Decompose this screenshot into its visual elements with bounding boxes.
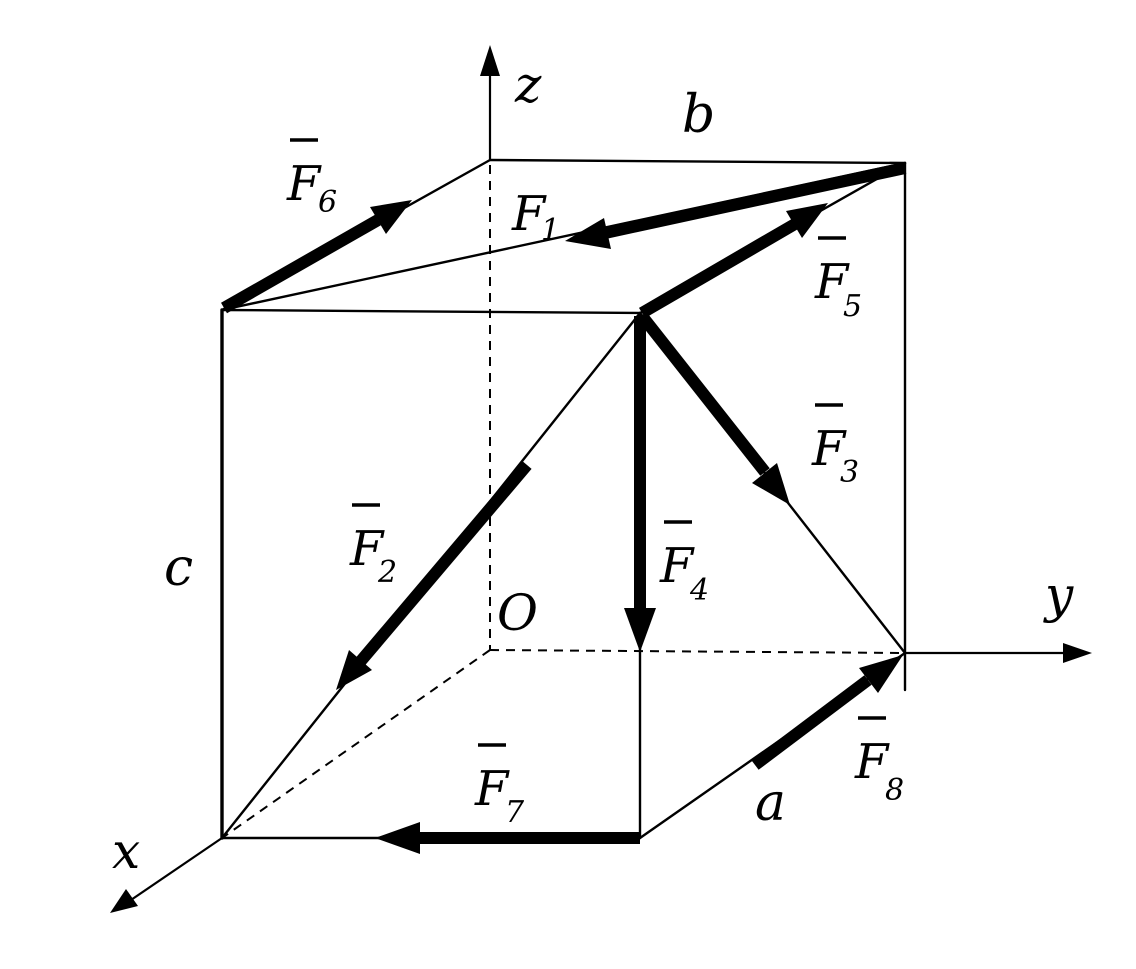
force-f2-index: 2: [377, 555, 397, 590]
force-f5-index: 5: [843, 289, 862, 324]
force-f3-index: 3: [840, 455, 859, 490]
force-f5-letter: F: [814, 254, 850, 310]
z-axis-arrowhead: [480, 45, 500, 76]
x-axis-arrowhead: [110, 889, 138, 913]
force-f3-shaft: [637, 312, 770, 476]
force-label-f5: F 5: [814, 236, 862, 324]
force-f6-index: 6: [318, 185, 337, 220]
dimension-labels: b c a: [164, 85, 786, 833]
force-f8-letter: F: [854, 734, 890, 790]
force-label-f3: F 3: [811, 403, 859, 490]
force-f2-letter: F: [349, 521, 385, 577]
origin-label: O: [497, 584, 538, 642]
top-front-edge: [220, 308, 642, 315]
force-label-f8: F 8: [854, 716, 904, 808]
force-f7-index: 7: [505, 795, 525, 830]
force-f1-arrowhead: [565, 218, 611, 249]
force-f7-letter: F: [474, 761, 510, 817]
force-f6-arrowhead: [370, 200, 412, 234]
force-f7-arrowhead: [375, 822, 420, 854]
force-f3-arrowhead: [752, 463, 790, 505]
dimension-b-label: b: [682, 85, 715, 145]
force-f4-letter: F: [659, 538, 695, 594]
hidden-edges: [221, 165, 906, 839]
force-f8-index: 8: [885, 773, 904, 808]
top-back-edge: [488, 158, 907, 165]
force-f6-letter: F: [286, 156, 322, 212]
x-axis-label: x: [112, 822, 140, 880]
force-labels: F 1 F 2 F 3 F 4 F 5 F 6 F: [286, 138, 904, 830]
force-f4-arrowhead: [624, 608, 656, 652]
y-axis-label: y: [1043, 566, 1074, 624]
force-vectors: [221, 162, 907, 854]
hidden-edge-x: [221, 649, 491, 839]
force-f5-arrowhead: [786, 203, 828, 238]
force-f6-shaft: [221, 214, 381, 314]
axis-labels: z y x O: [112, 56, 1074, 880]
force-f2-shaft: [355, 461, 532, 666]
force-f3-letter: F: [811, 421, 847, 477]
coordinate-axes: [110, 45, 1092, 913]
z-axis-label: z: [514, 56, 542, 114]
force-label-f4: F 4: [659, 520, 709, 608]
force-label-f1: F 1: [511, 186, 560, 248]
force-label-f6: F 6: [286, 138, 337, 220]
force-f1-letter: F: [511, 186, 547, 242]
force-f1-shaft: [603, 162, 907, 239]
dimension-a-label: a: [755, 773, 786, 833]
y-axis-arrowhead: [1063, 643, 1092, 663]
force-label-f7: F 7: [474, 743, 525, 830]
force-f5-shaft: [638, 218, 799, 319]
force-label-f2: F 2: [349, 503, 397, 590]
force-f8-shaft: [751, 675, 872, 770]
force-f1-index: 1: [541, 213, 560, 248]
dimension-c-label: c: [164, 538, 193, 598]
force-f2-arrowhead: [336, 650, 372, 690]
hidden-edge-y: [489, 649, 906, 654]
force-f4-index: 4: [689, 573, 709, 608]
force-f8-arrowhead: [859, 655, 903, 693]
x-axis: [127, 837, 223, 903]
